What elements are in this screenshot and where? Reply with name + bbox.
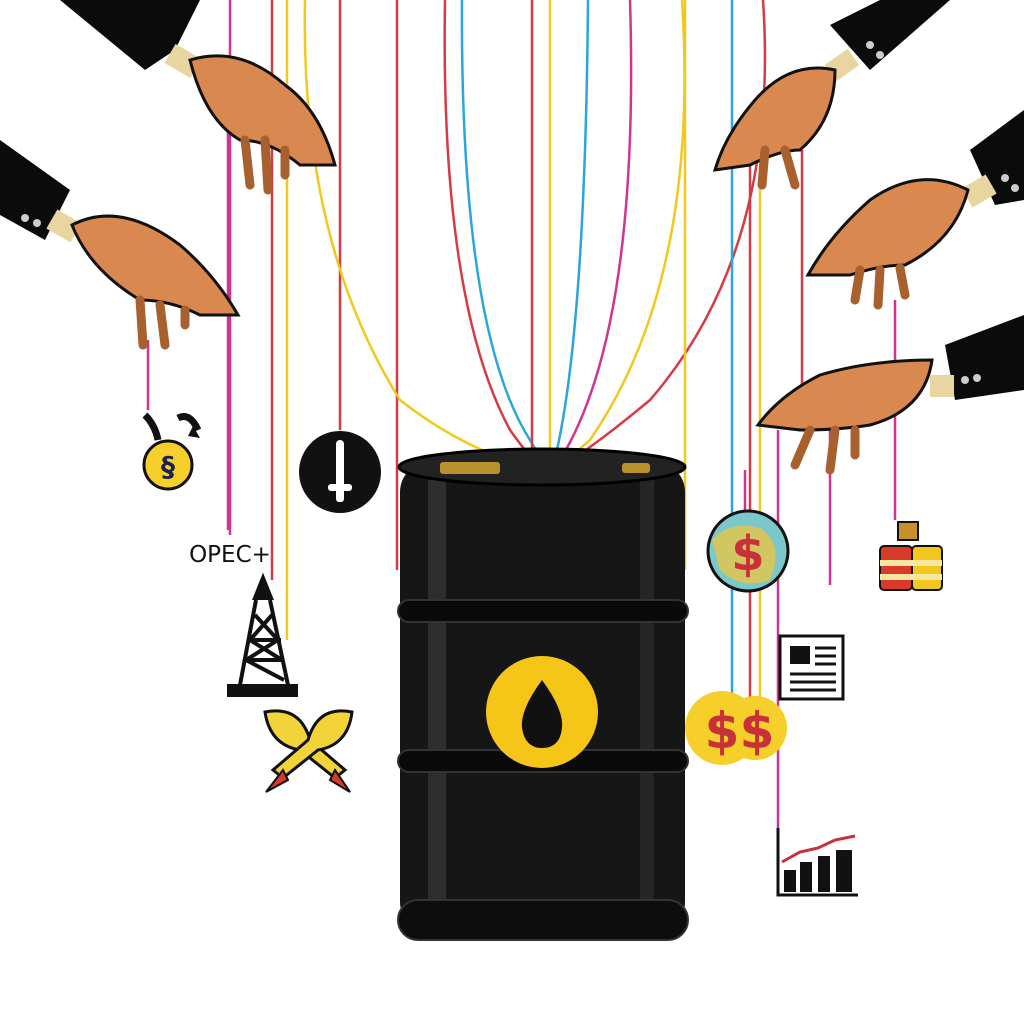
oil-cans-icon [879,521,943,591]
globe-dollar-coin-icon: $ [706,509,790,593]
thermometer-icon [299,431,381,513]
opec-label: OPEC+ [189,542,271,568]
oil-derrick-icon [227,572,298,697]
puppet-string [549,0,633,471]
hand-top-left [60,0,337,195]
svg-text:$: $ [731,526,764,582]
crossed-swords-icon [263,709,354,793]
newspaper-icon [778,634,845,701]
rising-bar-chart-icon [776,828,858,897]
puppet-strings [146,0,897,830]
oil-drop-icon [521,680,563,748]
hand-mid-left [0,140,241,350]
puppet-string [443,0,546,472]
oil-barrel [397,447,689,941]
hand-lower-right [755,315,1024,475]
puppet-string [550,0,590,471]
puppet-string [554,0,686,471]
svg-text:$: $ [705,702,740,760]
dollar-coins-icon: $ $ [685,691,787,765]
euro-coin-icon: § [142,412,202,491]
svg-text:$: $ [740,702,775,760]
svg-text:§: § [161,450,175,483]
hand-top-right [712,0,950,190]
puppet-string [460,0,550,471]
hand-mid-right [805,110,1024,310]
